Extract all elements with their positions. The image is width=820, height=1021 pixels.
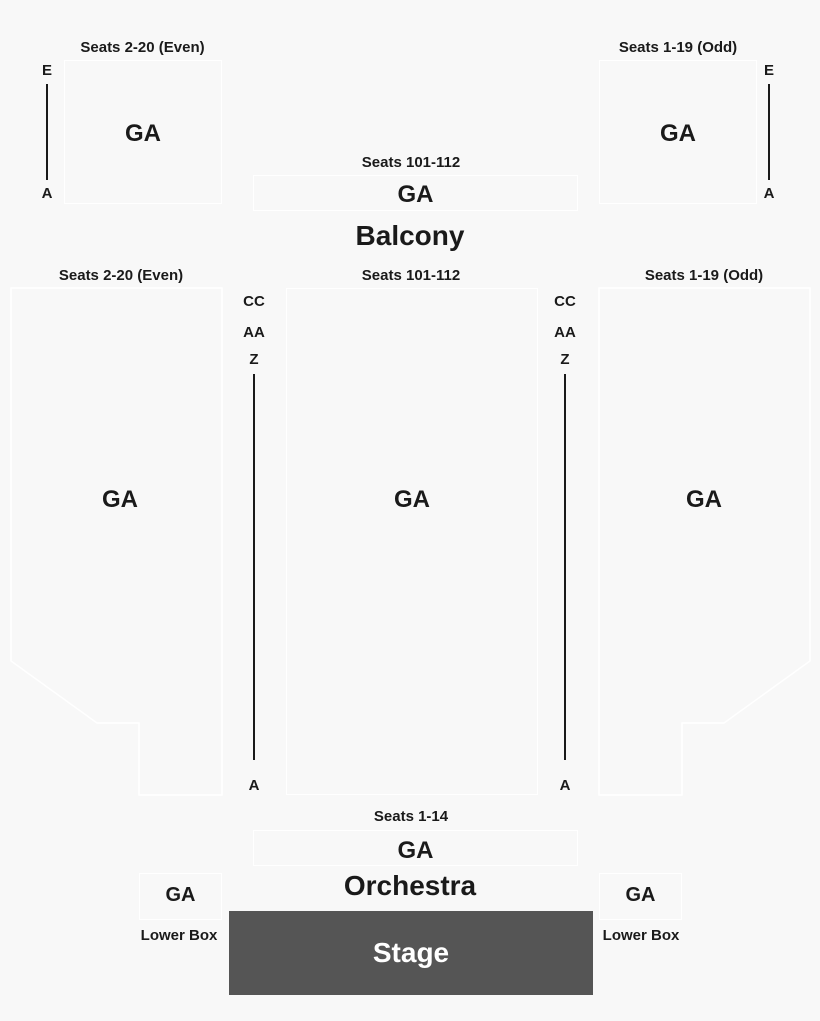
balcony-left-row-top: E xyxy=(41,62,52,79)
lower-box-right-caption: Lower Box xyxy=(602,927,680,944)
balcony-left-row-line xyxy=(46,84,48,180)
balcony-left-section[interactable] xyxy=(64,60,222,204)
orchestra-center-section[interactable] xyxy=(286,288,538,795)
orchestra-left-section-label: GA xyxy=(102,486,138,513)
orchestra-right-section-outline xyxy=(598,287,811,796)
orchestra-center-caption: Seats 101-112 xyxy=(361,267,461,284)
balcony-center-caption: Seats 101-112 xyxy=(361,154,461,171)
balcony-left-caption: Seats 2-20 (Even) xyxy=(80,39,205,56)
orchestra-front-section-label: GA xyxy=(397,837,434,864)
balcony-right-section[interactable] xyxy=(599,60,757,204)
orchestra-right-caption: Seats 1-19 (Odd) xyxy=(644,267,764,284)
left-aisle-row-line xyxy=(253,374,255,760)
lower-box-left-label: GA xyxy=(165,884,196,906)
lower-box-left[interactable] xyxy=(139,873,222,920)
balcony-left-section-label: GA xyxy=(125,120,161,147)
balcony-right-row-bottom: A xyxy=(763,185,775,202)
orchestra-title: Orchestra xyxy=(343,870,477,901)
left-aisle-row-a: A xyxy=(248,777,260,794)
orchestra-left-caption: Seats 2-20 (Even) xyxy=(58,267,184,284)
balcony-right-row-top: E xyxy=(763,62,774,79)
right-aisle-row-cc: CC xyxy=(554,293,576,310)
balcony-title: Balcony xyxy=(355,220,465,251)
balcony-center-section-label: GA xyxy=(397,181,434,208)
left-aisle-row-aa: AA xyxy=(243,324,265,341)
balcony-center-section[interactable] xyxy=(253,175,578,211)
left-aisle-row-cc: CC xyxy=(243,293,265,310)
orchestra-left-section-outline xyxy=(10,287,223,796)
lower-box-left-caption: Lower Box xyxy=(140,927,218,944)
stage-label: Stage xyxy=(372,937,450,968)
right-aisle-row-line xyxy=(564,374,566,760)
balcony-right-row-line xyxy=(768,84,770,180)
orchestra-center-section-label: GA xyxy=(394,486,430,513)
balcony-right-section-label: GA xyxy=(660,120,696,147)
orchestra-right-section-label: GA xyxy=(686,486,722,513)
lower-box-right[interactable] xyxy=(599,873,682,920)
balcony-left-row-bottom: A xyxy=(41,185,53,202)
orchestra-front-caption: Seats 1-14 xyxy=(373,808,449,825)
right-aisle-row-aa: AA xyxy=(554,324,576,341)
orchestra-front-section[interactable] xyxy=(253,830,578,866)
left-aisle-row-z: Z xyxy=(249,351,259,368)
right-aisle-row-a: A xyxy=(559,777,571,794)
lower-box-right-label: GA xyxy=(625,884,656,906)
right-aisle-row-z: Z xyxy=(560,351,570,368)
balcony-right-caption: Seats 1-19 (Odd) xyxy=(618,39,738,56)
stage: Stage xyxy=(229,911,593,995)
